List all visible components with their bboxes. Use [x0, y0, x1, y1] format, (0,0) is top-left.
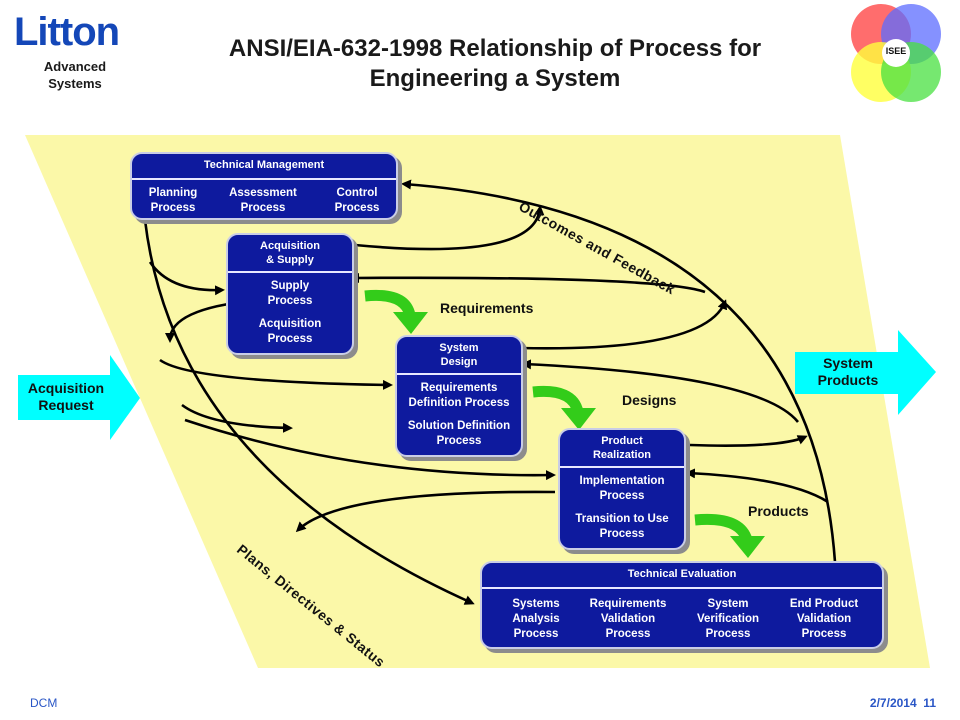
isee-badge-icon — [851, 4, 941, 102]
products-label: Products — [748, 503, 809, 519]
product-realization-box[interactable]: Product Realization Implementation Proce… — [558, 428, 686, 550]
acquisition-process-label: Acquisition Process — [258, 318, 322, 345]
acquisition-request-arrow — [18, 355, 140, 440]
technical-evaluation-header: Technical Evaluation — [482, 563, 882, 589]
isee-badge-label: ISEE — [885, 46, 907, 56]
footer-date-page: 2/7/2014 11 — [869, 696, 936, 710]
system-design-box[interactable]: System Design Requirements Definition Pr… — [395, 335, 523, 457]
requirements-validation-label: Requirements Validation Process — [589, 598, 667, 640]
system-products-label: System Products — [817, 355, 879, 388]
supply-process-label: Supply Process — [267, 280, 313, 307]
implementation-process-label: Implementation Process — [579, 475, 665, 502]
requirements-label: Requirements — [440, 300, 534, 316]
planning-process-label: Planning Process — [148, 187, 198, 214]
designs-flow-arrow — [532, 385, 596, 430]
acquisition-supply-header: Acquisition & Supply — [228, 235, 352, 273]
acquisition-request-label: Acquisition Request — [27, 380, 105, 413]
footer-author: DCM — [30, 696, 58, 710]
technical-management-header: Technical Management — [132, 154, 396, 180]
solution-definition-label: Solution Definition Process — [407, 420, 511, 447]
assessment-process-label: Assessment Process — [229, 187, 297, 214]
transition-to-use-label: Transition to Use Process — [575, 513, 669, 540]
acquisition-supply-box[interactable]: Acquisition & Supply Supply Process Acqu… — [226, 233, 354, 355]
system-design-header: System Design — [397, 337, 521, 375]
requirements-definition-label: Requirements Definition Process — [408, 382, 510, 409]
technical-evaluation-box[interactable]: Technical Evaluation Systems Analysis Pr… — [480, 561, 884, 649]
designs-label: Designs — [622, 392, 677, 408]
system-products-arrow — [795, 330, 936, 415]
technical-management-box[interactable]: Technical Management Planning Process As… — [130, 152, 398, 220]
page-title: ANSI/EIA-632-1998 Relationship of Proces… — [228, 35, 762, 92]
outcomes-main-curve — [401, 179, 837, 563]
systems-analysis-label: Systems Analysis Process — [512, 598, 560, 640]
products-flow-arrow — [694, 513, 765, 558]
product-realization-header: Product Realization — [560, 430, 684, 468]
logo-subtitle: Advanced Systems — [43, 59, 107, 91]
plans-main-curve — [143, 219, 475, 605]
control-process-label: Control Process — [334, 187, 380, 214]
litton-logo: Litton — [14, 10, 120, 54]
end-product-validation-label: End Product Validation Process — [789, 598, 859, 640]
requirements-flow-arrow — [364, 289, 428, 334]
system-verification-label: System Verification Process — [697, 598, 759, 640]
